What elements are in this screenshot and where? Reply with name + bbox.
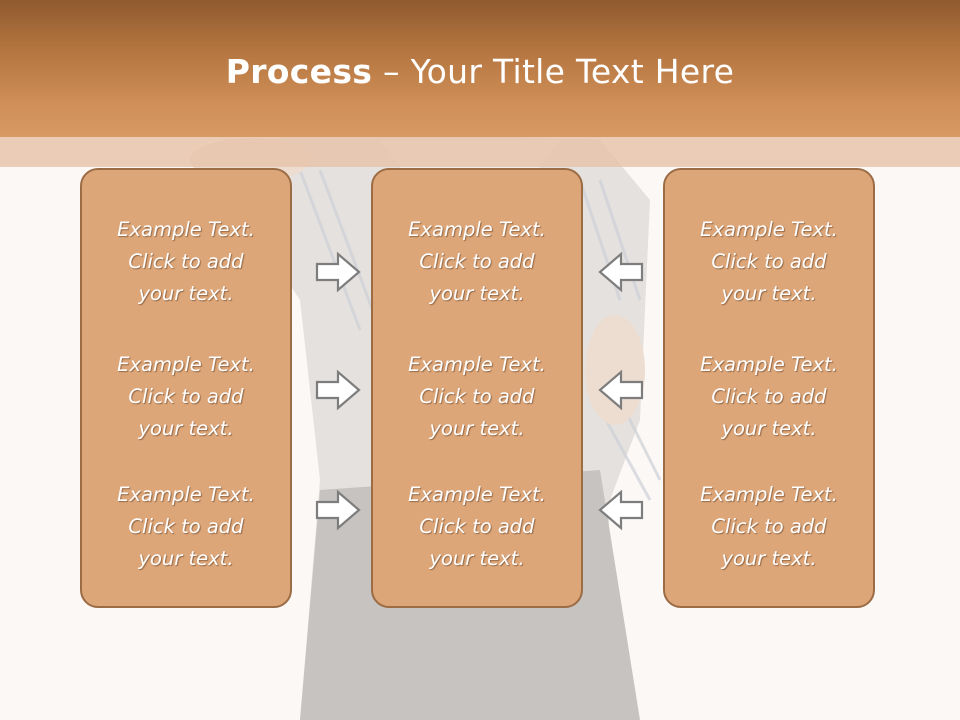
header-band [0,137,960,167]
text-line: Click to add [128,250,244,273]
text-line: Click to add [128,515,244,538]
text-item[interactable]: Example Text. Click to add your text. [373,479,581,575]
text-line: Example Text. [700,353,838,376]
text-box-middle[interactable]: Example Text. Click to add your text. Ex… [371,168,583,608]
text-item[interactable]: Example Text. Click to add your text. [373,214,581,310]
text-line: Click to add [419,250,535,273]
text-item[interactable]: Example Text. Click to add your text. [665,349,873,445]
title-bold-text: Process [225,52,373,91]
arrow-left-icon [598,489,644,531]
text-line: Click to add [128,385,244,408]
text-box-left[interactable]: Example Text. Click to add your text. Ex… [80,168,292,608]
arrow-right-icon [315,489,361,531]
text-item[interactable]: Example Text. Click to add your text. [82,479,290,575]
text-line: Click to add [711,515,827,538]
text-line: your text. [429,417,525,440]
text-line: Example Text. [408,353,546,376]
text-line: your text. [138,282,234,305]
text-line: Example Text. [117,218,255,241]
text-line: Click to add [711,385,827,408]
text-item[interactable]: Example Text. Click to add your text. [82,349,290,445]
text-line: your text. [429,282,525,305]
text-line: Example Text. [700,218,838,241]
text-item[interactable]: Example Text. Click to add your text. [373,349,581,445]
text-line: Click to add [419,515,535,538]
text-line: Example Text. [117,353,255,376]
text-line: Example Text. [117,483,255,506]
arrow-right-icon [315,369,361,411]
text-line: Click to add [711,250,827,273]
slide-title[interactable]: Process – Your Title Text Here [0,52,960,91]
text-line: Example Text. [408,218,546,241]
text-line: your text. [138,417,234,440]
text-line: your text. [138,547,234,570]
text-box-right[interactable]: Example Text. Click to add your text. Ex… [663,168,875,608]
text-item[interactable]: Example Text. Click to add your text. [665,214,873,310]
text-line: your text. [721,547,817,570]
text-line: your text. [429,547,525,570]
header-bar [0,0,960,137]
text-line: Example Text. [408,483,546,506]
text-item[interactable]: Example Text. Click to add your text. [665,479,873,575]
text-line: Example Text. [700,483,838,506]
title-rest-text: – Your Title Text Here [372,52,735,91]
text-line: your text. [721,417,817,440]
text-item[interactable]: Example Text. Click to add your text. [82,214,290,310]
arrow-left-icon [598,369,644,411]
text-line: your text. [721,282,817,305]
arrow-left-icon [598,251,644,293]
arrow-right-icon [315,251,361,293]
text-line: Click to add [419,385,535,408]
